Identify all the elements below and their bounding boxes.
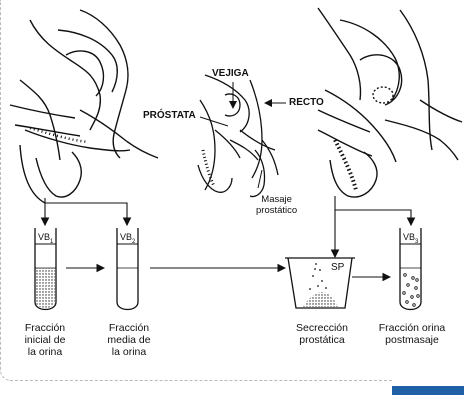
label-massage: Masaje prostático xyxy=(256,194,297,216)
prostate-pointer xyxy=(200,117,228,126)
beaker-sp-label: SP xyxy=(331,262,344,273)
beaker-sp xyxy=(285,258,355,308)
prostate-right-beads xyxy=(373,87,393,103)
caption-vb2: Fracción media de la orina xyxy=(98,322,160,358)
tube-vb2-label: VB2 xyxy=(120,232,135,245)
tube-vb3-label: VB3 xyxy=(403,232,418,245)
massage-pointer xyxy=(258,170,262,188)
caption-vb1: Fracción inicial de la orina xyxy=(14,322,76,358)
pelvis-left-illustration xyxy=(10,10,158,203)
label-bladder: VEJIGA xyxy=(212,68,249,79)
massage-finger xyxy=(250,150,265,197)
tube-vb1-label: VB1 xyxy=(38,232,53,245)
caption-vb3: Fracción orina postmasaje xyxy=(366,322,458,346)
caption-beaker: Secrección prostática xyxy=(282,322,362,346)
label-rectum: RECTO xyxy=(289,97,324,108)
left-branch-arrows xyxy=(45,198,127,225)
pelvis-right-illustration xyxy=(318,8,462,197)
label-prostate: PRÓSTATA xyxy=(143,110,196,121)
pelvis-center-illustration xyxy=(198,75,278,192)
